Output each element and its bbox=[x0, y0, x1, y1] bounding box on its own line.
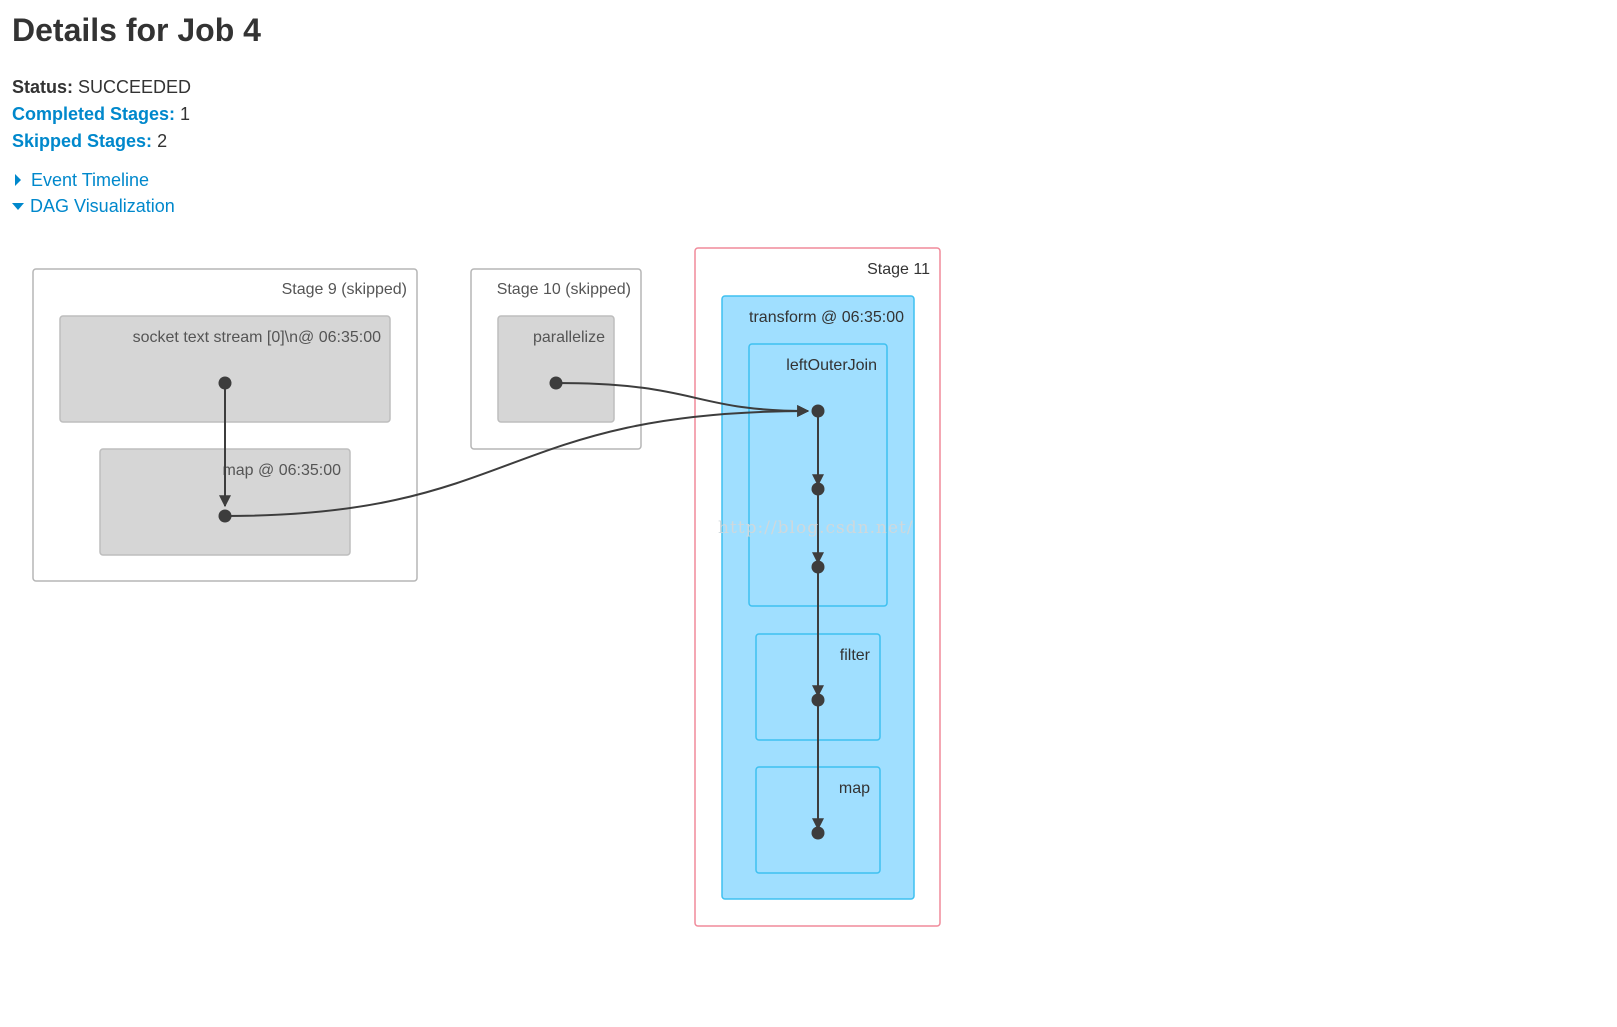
socket-text-stream-label: socket text stream [0]\n@ 06:35:00 bbox=[133, 329, 381, 346]
event-timeline-toggle[interactable]: Event Timeline bbox=[12, 167, 175, 193]
node-parallelize[interactable] bbox=[549, 376, 563, 390]
watermark-text: http://blog.csdn.net/ bbox=[718, 518, 914, 538]
dag-nodes bbox=[218, 376, 825, 840]
skipped-stages-link[interactable]: Skipped Stages: bbox=[12, 131, 153, 151]
node-join-1[interactable] bbox=[811, 404, 825, 418]
caret-right-icon bbox=[15, 174, 21, 186]
event-timeline-label: Event Timeline bbox=[31, 170, 150, 190]
filter-label: filter bbox=[840, 647, 871, 664]
node-join-2[interactable] bbox=[811, 482, 825, 496]
status-label: Status: bbox=[12, 77, 74, 97]
completed-stages-row: Completed Stages: 1 bbox=[12, 101, 191, 128]
node-stage-11-map[interactable] bbox=[811, 826, 825, 840]
dag-edges bbox=[219, 382, 824, 831]
visualization-toggles: Event Timeline DAG Visualization bbox=[12, 167, 175, 219]
completed-stages-count: 1 bbox=[180, 104, 191, 124]
status-value: SUCCEEDED bbox=[78, 77, 192, 97]
stage-11-map-label: map bbox=[839, 780, 870, 797]
stage-11-label: Stage 11 bbox=[867, 261, 930, 278]
job-summary: Status: SUCCEEDED Completed Stages: 1 Sk… bbox=[12, 74, 191, 155]
parallelize-cluster[interactable]: parallelize bbox=[497, 315, 615, 423]
skipped-stages-row: Skipped Stages: 2 bbox=[12, 128, 191, 155]
node-stage-9-map[interactable] bbox=[218, 509, 232, 523]
node-socket-text-stream[interactable] bbox=[218, 376, 232, 390]
completed-stages-link[interactable]: Completed Stages: bbox=[12, 104, 176, 124]
parallelize-label: parallelize bbox=[533, 329, 605, 346]
left-outer-join-label: leftOuterJoin bbox=[786, 357, 877, 374]
skipped-stages-count: 2 bbox=[157, 131, 168, 151]
dag-visualization-label: DAG Visualization bbox=[30, 196, 175, 216]
status-row: Status: SUCCEEDED bbox=[12, 74, 191, 101]
stage-10-label: Stage 10 (skipped) bbox=[497, 281, 631, 298]
stage-9-label: Stage 9 (skipped) bbox=[282, 281, 407, 298]
edge-map-to-leftouterjoin bbox=[224, 405, 810, 517]
caret-down-icon bbox=[12, 202, 24, 210]
transform-label: transform @ 06:35:00 bbox=[749, 309, 904, 326]
stage-9-map-label: map @ 06:35:00 bbox=[222, 462, 341, 479]
page-title: Details for Job 4 bbox=[12, 12, 261, 48]
node-join-3[interactable] bbox=[811, 560, 825, 574]
dag-visualization-toggle[interactable]: DAG Visualization bbox=[12, 193, 175, 219]
node-filter[interactable] bbox=[811, 693, 825, 707]
edge-parallelize-to-leftouterjoin bbox=[555, 382, 810, 417]
